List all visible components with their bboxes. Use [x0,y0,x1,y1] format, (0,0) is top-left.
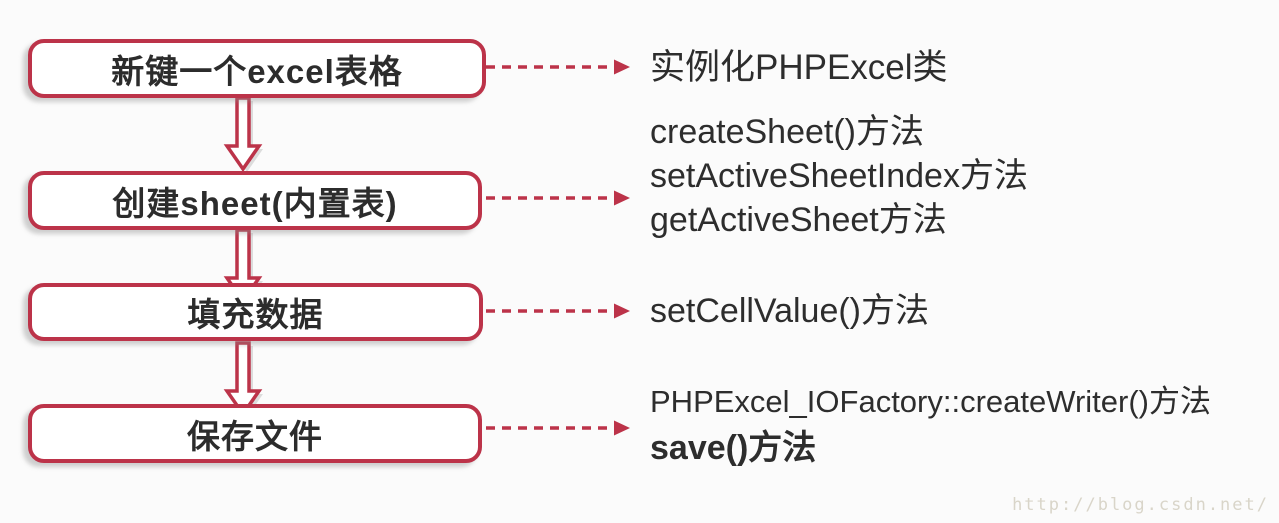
dashed-arrow-icon [486,59,630,75]
note-sheet-methods: createSheet()方法 setActiveSheetIndex方法 ge… [650,110,1028,242]
down-arrow-icon [223,96,263,172]
csdn-blog-watermark: http://blog.csdn.net/ [1012,495,1269,515]
note-save-method: save()方法 [650,429,817,467]
flow-box-fill-data: 填充数据 [28,283,483,341]
down-arrow-icon [223,341,263,417]
dashed-arrow-icon [486,420,630,436]
note-set-active-sheet-index-method: setActiveSheetIndex方法 [650,157,1028,195]
note-get-active-sheet-method: getActiveSheet方法 [650,201,947,239]
note-instantiate-phpexcel: 实例化PHPExcel类 [650,48,948,87]
note-iofactory-create-writer-method: PHPExcel_IOFactory::createWriter()方法 [650,384,1211,419]
flow-box-create-excel: 新键一个excel表格 [28,39,486,98]
note-create-sheet-method: createSheet()方法 [650,113,924,151]
note-set-cell-value-method: setCellValue()方法 [650,292,930,330]
dashed-arrow-icon [486,190,630,206]
flow-box-create-sheet: 创建sheet(内置表) [28,171,482,230]
flow-box-save-file: 保存文件 [28,404,482,463]
dashed-arrow-icon [486,303,630,319]
